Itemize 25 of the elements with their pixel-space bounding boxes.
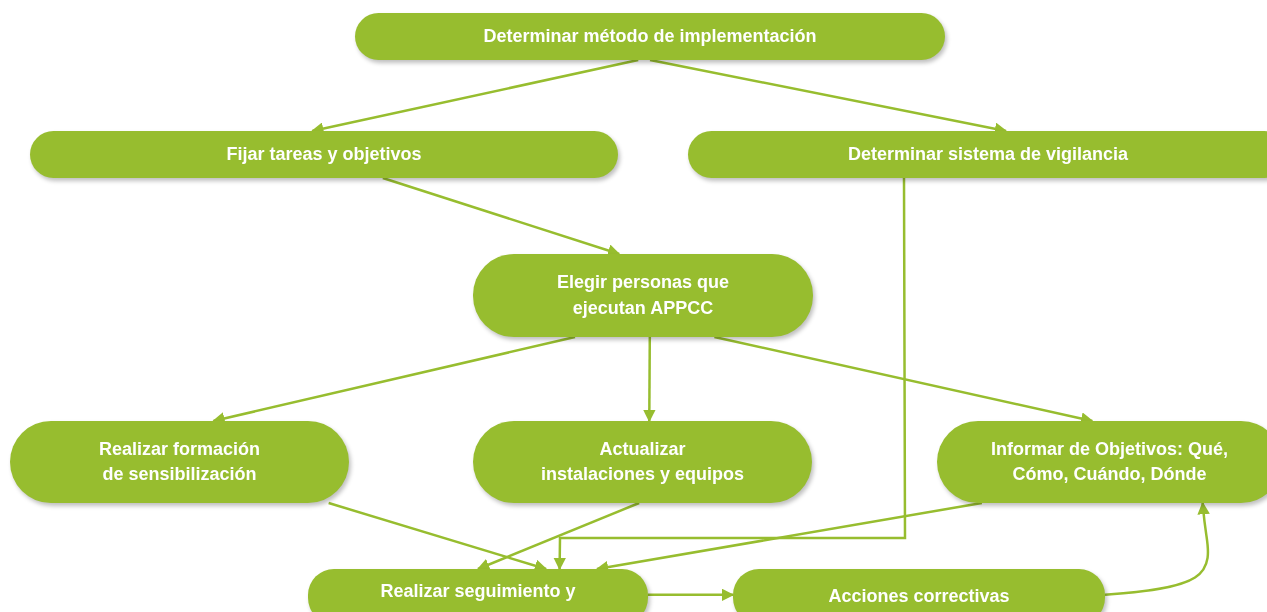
process-box bbox=[473, 254, 813, 337]
box-label: Determinar método de implementación bbox=[483, 24, 817, 48]
process-box bbox=[308, 569, 648, 612]
arrow bbox=[328, 501, 548, 572]
box-label: Determinar sistema de vigilancia bbox=[847, 142, 1129, 166]
process-box bbox=[733, 569, 1105, 612]
box-label: Realizar seguimiento y bbox=[380, 580, 576, 603]
box-label: Acciones correctivas bbox=[828, 584, 1010, 608]
arrow bbox=[648, 588, 735, 602]
box-label: Actualizar instalaciones y equipos bbox=[539, 437, 746, 486]
process-box bbox=[688, 131, 1267, 178]
box-label: Informar de Objetivos: Qué, Cómo, Cuándo, Dónde bbox=[989, 437, 1229, 486]
arrow bbox=[553, 178, 907, 571]
box-label: Realizar formación de sensibilización bbox=[97, 437, 262, 486]
process-box bbox=[10, 421, 349, 503]
box-label: Elegir personas que ejecutan APPCC bbox=[555, 271, 731, 320]
arrow bbox=[643, 337, 656, 423]
arrow bbox=[476, 501, 640, 571]
process-box bbox=[937, 421, 1267, 503]
arrow bbox=[1104, 501, 1210, 597]
process-box bbox=[473, 421, 812, 503]
arrow bbox=[382, 176, 621, 257]
process-box bbox=[355, 13, 945, 60]
process-box bbox=[30, 131, 618, 178]
box-label: Fijar tareas y objetivos bbox=[226, 142, 422, 166]
